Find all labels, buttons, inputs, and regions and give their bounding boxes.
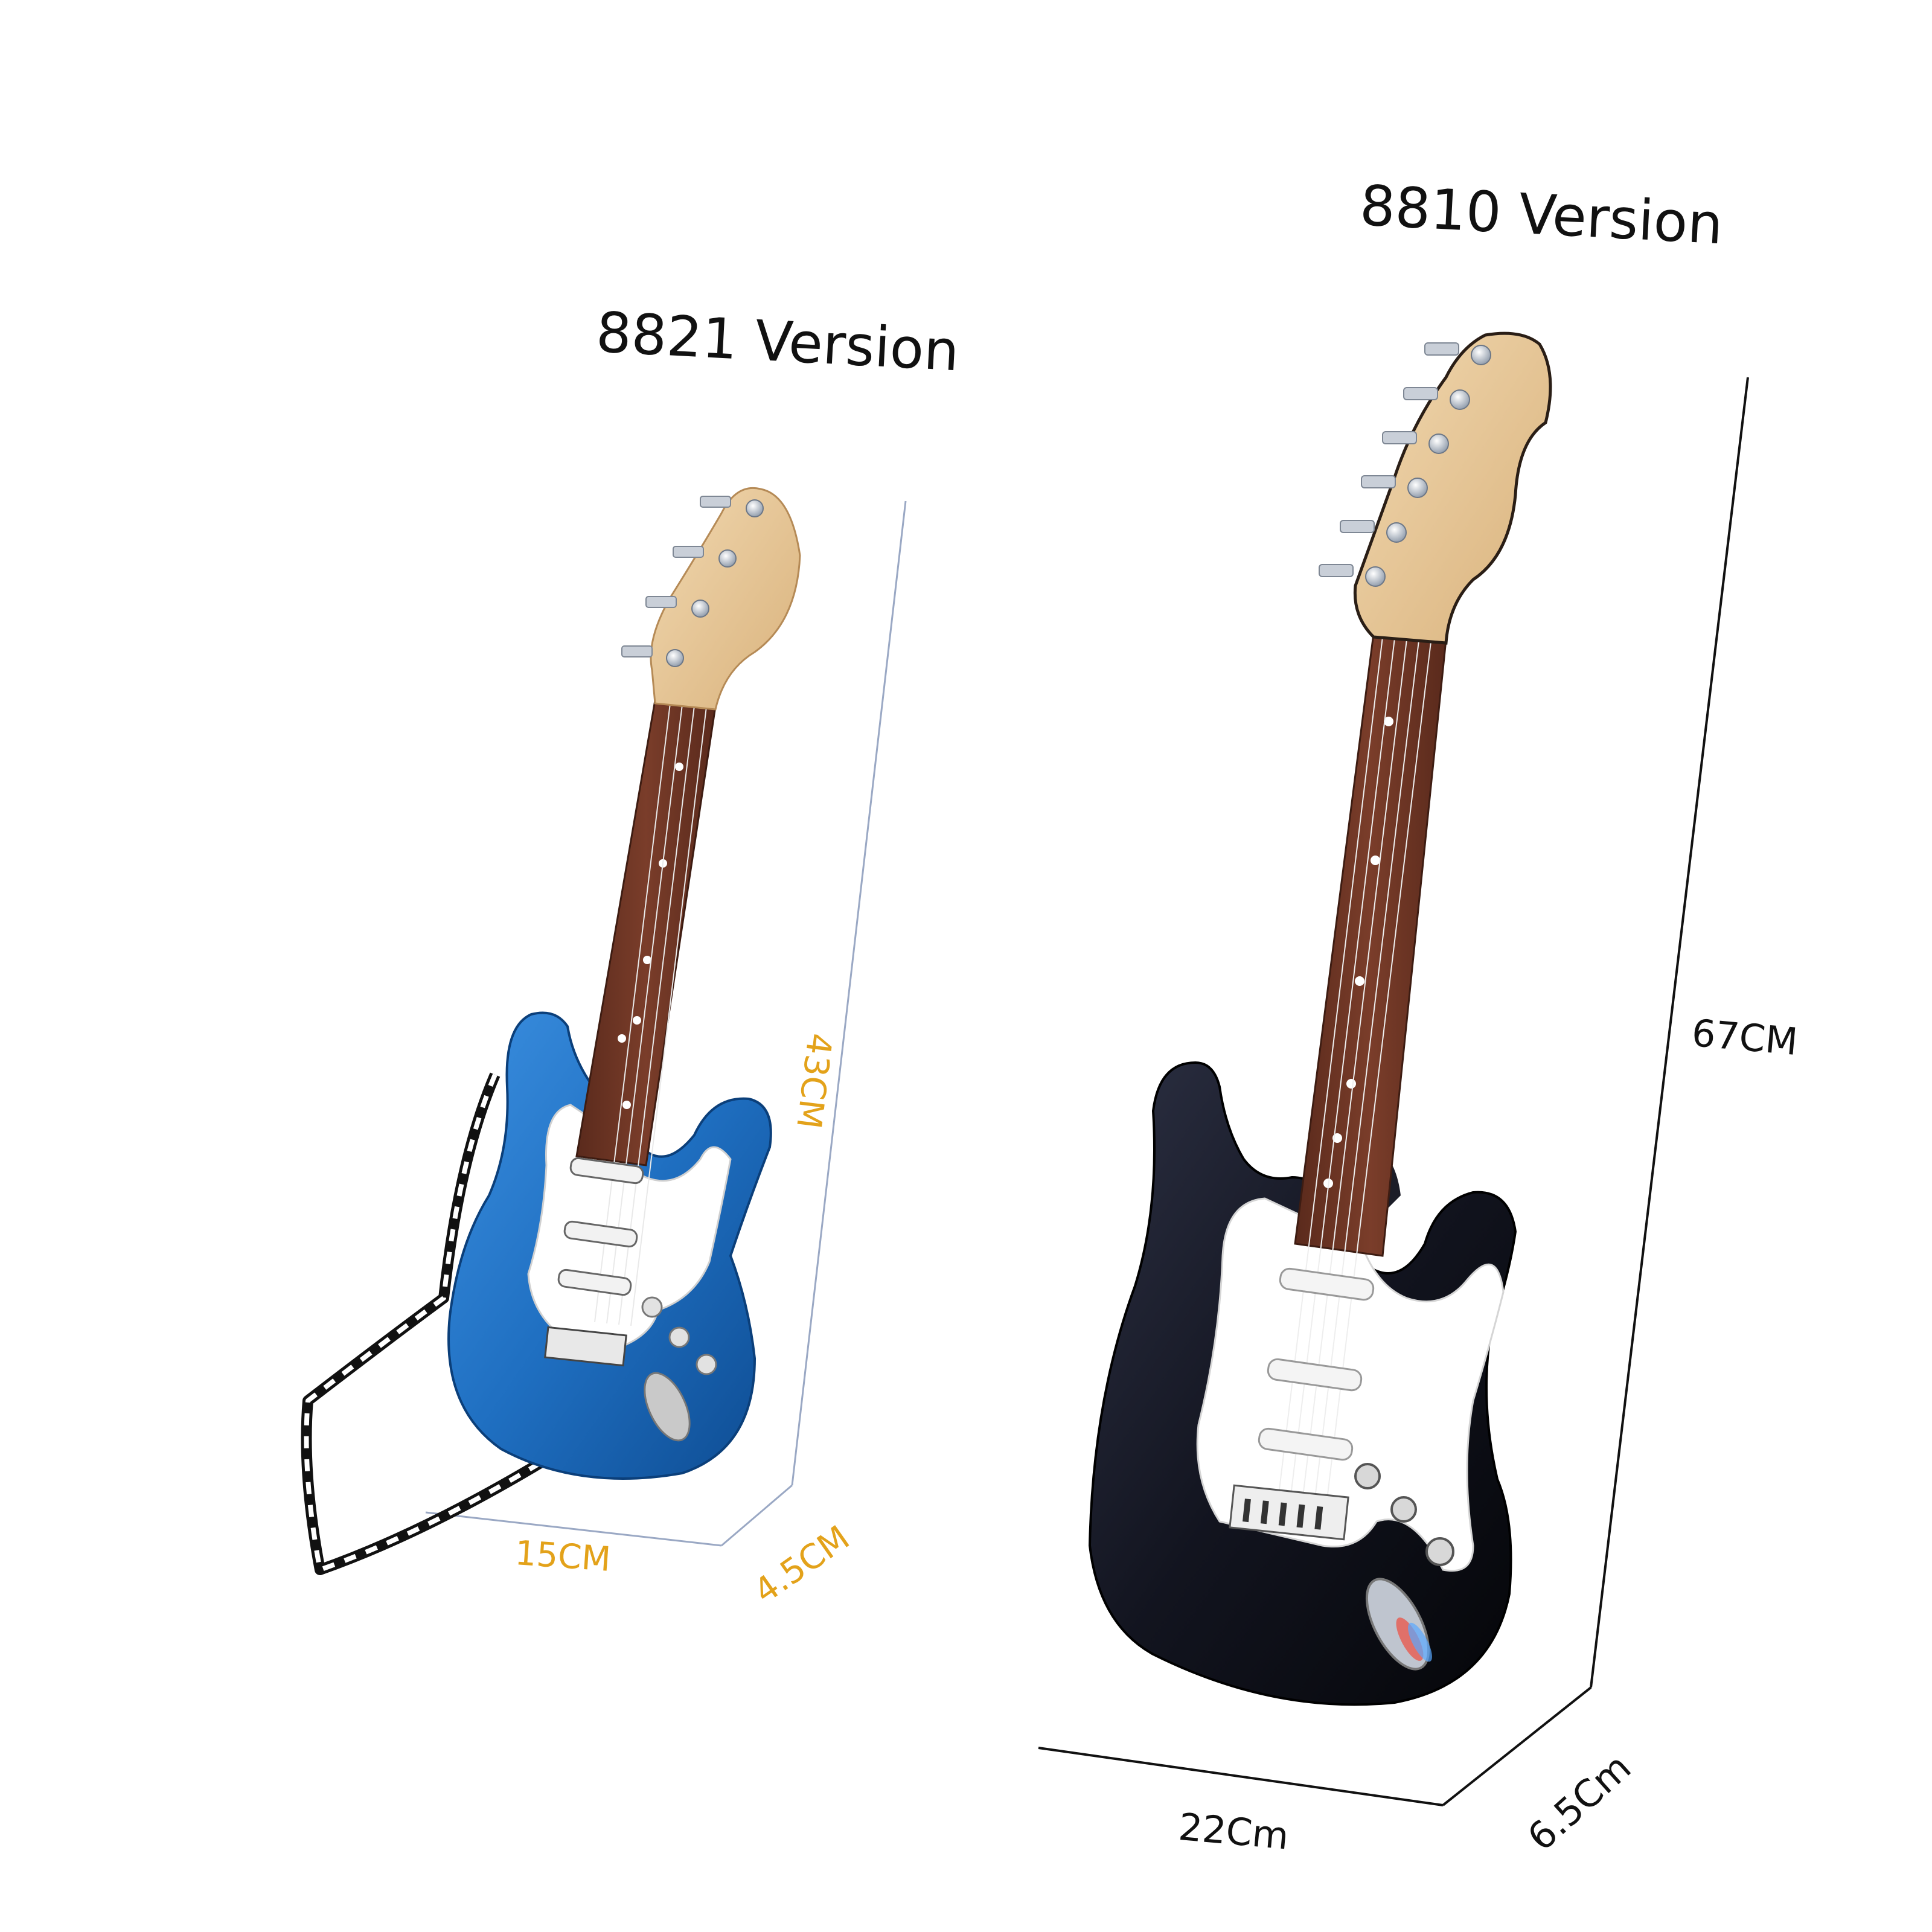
pickups-8821 bbox=[557, 1157, 644, 1296]
pickups-8810 bbox=[1258, 1267, 1375, 1461]
fret-markers-8810 bbox=[1323, 717, 1393, 1188]
dimension-lines-8810 bbox=[1038, 377, 1749, 1806]
bridge-saddles-8810 bbox=[1243, 1499, 1323, 1530]
guitar-8821 bbox=[301, 487, 907, 1575]
tuning-pegs-8821 bbox=[666, 499, 764, 667]
strings-8821 bbox=[594, 703, 707, 1326]
strap-8821 bbox=[301, 1072, 546, 1575]
knobs-8821 bbox=[641, 1296, 717, 1375]
tuner-keys-8821 bbox=[621, 496, 731, 657]
dimension-height-8810: 67CM bbox=[1690, 1011, 1800, 1064]
dimension-width-8821: 15CM bbox=[513, 1534, 612, 1579]
neck-8810 bbox=[1294, 633, 1447, 1257]
tuner-keys-8810 bbox=[1319, 342, 1459, 577]
tuning-pegs-8810 bbox=[1365, 345, 1491, 587]
neck-8821 bbox=[575, 699, 717, 1166]
bridge-8821 bbox=[544, 1326, 627, 1367]
headstock-8810 bbox=[1353, 331, 1552, 645]
dimension-lines-8821 bbox=[425, 501, 907, 1547]
jack-8821 bbox=[644, 1372, 691, 1442]
dimension-width-8810: 22Cm bbox=[1177, 1805, 1291, 1858]
guitar-8810 bbox=[1038, 331, 1749, 1806]
knobs-8810 bbox=[1354, 1463, 1454, 1566]
fret-markers-8821 bbox=[618, 763, 683, 1109]
